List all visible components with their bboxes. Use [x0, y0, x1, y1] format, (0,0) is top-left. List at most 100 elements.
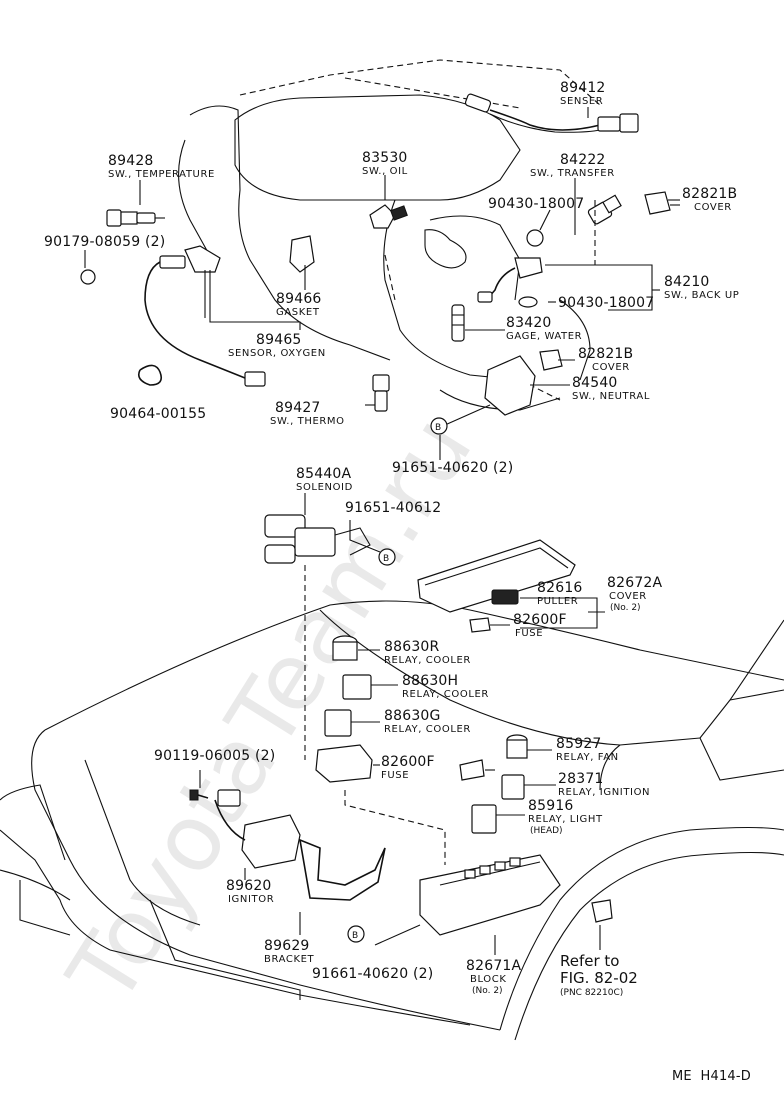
cover-82821b-top-glyph — [644, 191, 680, 215]
puller-glyph — [491, 589, 519, 605]
part-number: 82821B — [682, 186, 737, 202]
part-label-84540: 84540 SW., NEUTRAL — [572, 375, 650, 402]
part-name: IGNITOR — [228, 894, 274, 905]
diagram-code: ME H414-D — [672, 1069, 751, 1084]
marker-b-1: B — [430, 417, 448, 435]
part-number: 82672A — [607, 575, 663, 591]
part-name: SW., THERMO — [270, 416, 345, 427]
part-number: 89465 — [256, 332, 302, 348]
part-name: COVER — [694, 202, 732, 213]
part-number: 90179-08059 (2) — [44, 234, 165, 250]
refer-part-glyph — [591, 899, 613, 923]
water-gage-glyph — [451, 304, 465, 342]
refer-line-3: (PNC 82210C) — [560, 988, 623, 998]
part-label-82616: 82616 PULLER — [537, 580, 583, 607]
cover-82821b-mid-glyph — [539, 349, 563, 371]
part-label-89620: 89620 IGNITOR — [226, 878, 274, 905]
part-name: SW., TEMPERATURE — [108, 169, 215, 180]
bracket-glyph — [298, 838, 386, 901]
part-number: 88630G — [384, 708, 441, 724]
part-number: 82671A — [466, 958, 522, 974]
oxygen-sensor-glyph — [144, 245, 266, 387]
part-label-85440a: 85440A SOLENOID — [296, 466, 353, 493]
part-subnote: (No. 2) — [472, 986, 503, 996]
refer-line-1: Refer to — [560, 952, 619, 970]
part-number: 89466 — [276, 291, 322, 307]
ring-glyph — [526, 229, 544, 247]
refer-note: Refer to FIG. 82-02 (PNC 82210C) — [560, 952, 638, 998]
part-number: 84210 — [664, 274, 710, 290]
part-label-88630h: 88630H RELAY, COOLER — [402, 673, 489, 700]
neutral-switch-glyph — [484, 355, 536, 416]
leader-lines — [84, 107, 680, 955]
transfer-switch-glyph — [587, 194, 622, 225]
part-number: 89427 — [275, 400, 321, 416]
gasket-glyph — [289, 235, 315, 273]
part-label-89466: 89466 GASKET — [276, 291, 322, 318]
part-label-84210: 84210 SW., BACK UP — [664, 274, 739, 301]
part-number: 85916 — [528, 798, 574, 814]
part-name: SOLENOID — [296, 482, 353, 493]
marker-b-2: B — [378, 548, 396, 566]
ring-2-glyph — [518, 296, 538, 308]
part-label-84222: 84222 SW., TRANSFER — [530, 152, 615, 179]
part-name: SW., OIL — [362, 166, 408, 177]
solenoid-glyph — [264, 514, 371, 564]
part-label-91651-40612: 91651-40612 — [345, 500, 441, 516]
part-label-85927: 85927 RELAY, FAN — [556, 736, 619, 763]
part-name: SW., NEUTRAL — [572, 391, 650, 402]
part-number: 90119-06005 (2) — [154, 748, 275, 764]
backup-switch-glyph — [477, 257, 543, 303]
part-name: COVER — [592, 362, 630, 373]
part-number: 91661-40620 (2) — [312, 966, 433, 982]
part-name: FUSE — [515, 628, 543, 639]
part-number: 84222 — [560, 152, 606, 168]
part-number: 91651-40612 — [345, 500, 441, 516]
part-number: 90464-00155 — [110, 406, 206, 422]
ignitor-glyph — [214, 789, 301, 869]
part-number: 82600F — [513, 612, 567, 628]
part-name: SW., TRANSFER — [530, 168, 615, 179]
part-label-82821b-mid: 82821B COVER — [578, 346, 633, 373]
part-number: 88630H — [402, 673, 458, 689]
part-label-89428: 89428 SW., TEMPERATURE — [108, 153, 215, 180]
part-label-82821b-top: 82821B COVER — [682, 186, 737, 213]
part-number: 85440A — [296, 466, 352, 482]
part-number: 89620 — [226, 878, 272, 894]
part-name: GASKET — [276, 307, 320, 318]
part-label-83530: 83530 SW., OIL — [362, 150, 408, 177]
part-number: 90430-18007 — [558, 295, 654, 311]
part-name: PULLER — [537, 596, 578, 607]
part-number: 83420 — [506, 315, 552, 331]
part-number: 82600F — [381, 754, 435, 770]
part-label-90430-mid: 90430-18007 — [558, 295, 654, 311]
part-name: FUSE — [381, 770, 409, 781]
part-name: BLOCK — [470, 974, 507, 985]
part-label-82671a: 82671A BLOCK (No. 2) — [466, 958, 522, 996]
refer-line-2: FIG. 82-02 — [560, 969, 638, 987]
thermo-switch-glyph — [372, 374, 390, 412]
svg-text:B: B — [435, 423, 441, 433]
clip-glyph — [137, 364, 163, 386]
part-label-89465: 89465 SENSOR, OXYGEN — [228, 332, 325, 359]
fuse-82600f-glyph — [459, 759, 485, 781]
part-number: 82616 — [537, 580, 583, 596]
fuse-82600f-top-glyph — [469, 617, 491, 633]
relay-88630h-glyph — [342, 674, 372, 700]
relay-88630g-glyph — [324, 709, 352, 737]
part-name: RELAY, COOLER — [384, 724, 471, 735]
part-number: 82821B — [578, 346, 633, 362]
part-label-89427: 89427 SW., THERMO — [270, 400, 345, 427]
relay-cover-glyph — [417, 539, 576, 613]
part-name: RELAY, COOLER — [384, 655, 471, 666]
relay-28371-glyph — [501, 774, 525, 800]
part-name: RELAY, FAN — [556, 752, 619, 763]
part-label-82600f-top: 82600F FUSE — [513, 612, 567, 639]
part-name: RELAY, COOLER — [402, 689, 489, 700]
part-label-90179: 90179-08059 (2) — [44, 234, 165, 250]
part-name: BRACKET — [264, 954, 315, 965]
part-label-89412: 89412 SENSER — [560, 80, 605, 107]
part-subnote: (HEAD) — [530, 826, 563, 836]
part-number: 84540 — [572, 375, 618, 391]
